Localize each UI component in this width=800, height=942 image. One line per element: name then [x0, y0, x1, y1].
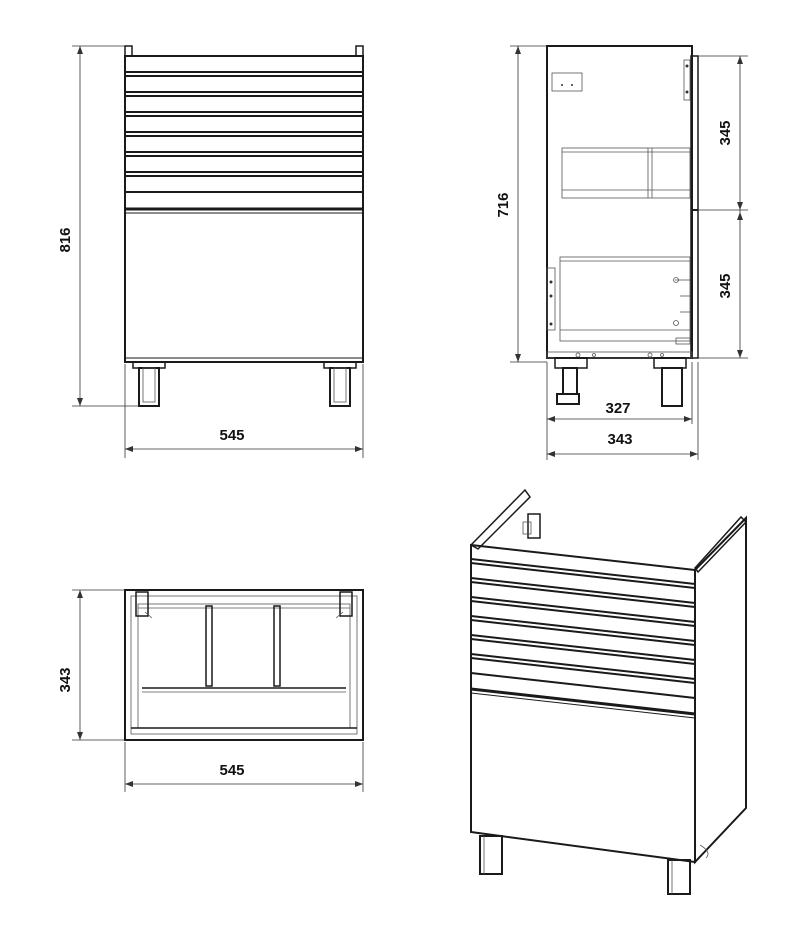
iso-rear-leg-hint [699, 844, 709, 859]
iso-slats [470, 558, 696, 699]
iso-drawer-divider [470, 687, 696, 716]
isometric-view [469, 488, 748, 895]
front-slats [125, 71, 363, 193]
side-upper-drawer [561, 147, 691, 199]
front-width-dimension [124, 364, 364, 458]
front-view: 816 545 [57, 45, 364, 458]
side-front-panel [690, 55, 699, 359]
side-height-dimension [510, 45, 547, 363]
top-depth-dimension [72, 589, 125, 741]
side-height-label: 716 [495, 192, 512, 217]
side-depth-label: 343 [607, 431, 632, 448]
side-leg-front [653, 357, 687, 407]
side-lower-label: 345 [717, 273, 734, 298]
side-lower-drawer [559, 256, 691, 345]
front-leg-left [132, 361, 166, 407]
top-view: 343 545 [57, 589, 364, 792]
front-width-label: 545 [219, 427, 244, 444]
top-width-label: 545 [219, 762, 244, 779]
front-height-dimension [72, 45, 139, 407]
iso-leg-left [479, 835, 503, 875]
top-width-dimension [124, 742, 364, 792]
side-mount-plate [551, 72, 583, 92]
side-depth-dimensions [546, 362, 699, 460]
iso-leg-right [667, 859, 691, 895]
front-top-post-left [124, 45, 133, 57]
top-depth-label: 343 [57, 667, 74, 692]
top-drawer-box [137, 603, 351, 729]
iso-right-side-panel [694, 515, 747, 865]
front-top-post-right [355, 45, 364, 57]
front-leg-right [323, 361, 357, 407]
front-height-label: 816 [57, 227, 74, 252]
top-cabinet-outline [124, 589, 364, 741]
side-leg-rear [554, 357, 588, 405]
side-view: 716 345 345 327 [495, 45, 748, 460]
iso-front-face [470, 543, 696, 864]
side-cabinet-body [546, 45, 693, 359]
side-depth-inner-label: 327 [605, 400, 630, 417]
iso-left-top-edge [469, 488, 531, 550]
side-upper-label: 345 [717, 120, 734, 145]
side-lower-dimension [698, 210, 748, 359]
